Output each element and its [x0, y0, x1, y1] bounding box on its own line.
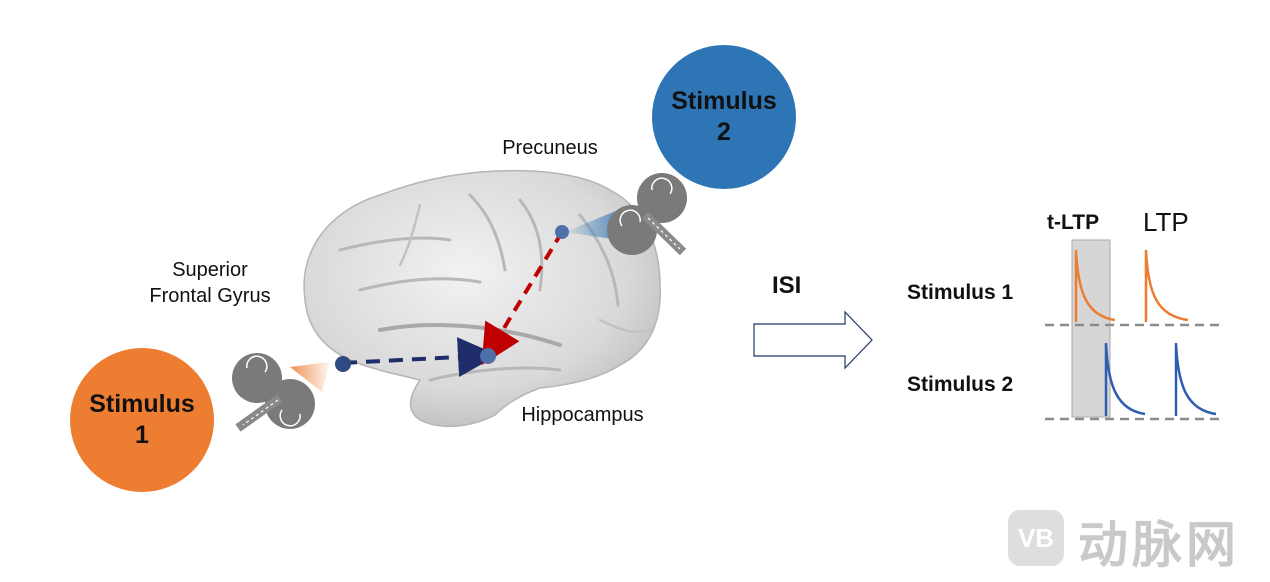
stimulus1-beam	[290, 362, 330, 392]
trace-stim2-tltp	[1104, 342, 1146, 416]
precuneus-to-hippocampus-path	[481, 230, 564, 366]
trace-stim2-ltp	[1174, 342, 1217, 416]
isi-label: ISI	[772, 272, 802, 299]
sfg-label: Superior Frontal Gyrus	[130, 257, 290, 309]
tms-coil-2-icon	[607, 173, 687, 256]
watermark-logo-icon: VB	[1008, 510, 1064, 566]
precuneus-node	[555, 225, 569, 239]
watermark-text: 动脉网	[1078, 516, 1240, 574]
stimulus1-word: Stimulus	[89, 389, 195, 418]
stimulus2-label: Stimulus 2	[652, 45, 796, 189]
sfg-node	[335, 356, 351, 372]
hippocampus-label: Hippocampus	[521, 404, 644, 426]
svg-text:VB: VB	[1018, 523, 1054, 553]
stimulus2-word: Stimulus	[671, 86, 777, 115]
stimulus2-row-label: Stimulus 2	[907, 373, 1014, 396]
sfg-label-line2: Frontal Gyrus	[149, 285, 271, 307]
t-ltp-header: t-LTP	[1047, 211, 1100, 234]
ltp-header: LTP	[1143, 207, 1189, 237]
brain-illustration	[303, 169, 661, 428]
precuneus-label: Precuneus	[502, 137, 598, 159]
trace-stim1-ltp	[1144, 249, 1189, 322]
isi-arrow-icon	[753, 310, 873, 370]
trace-stim1-tltp	[1074, 249, 1116, 322]
tms-coil-1-icon	[232, 353, 315, 432]
ltp-panel	[1045, 239, 1225, 421]
stimulus1-number: 1	[135, 421, 149, 449]
stimulus1-label: Stimulus 1	[70, 348, 214, 492]
sfg-label-line1: Superior	[172, 259, 248, 281]
hippocampus-node	[480, 348, 496, 364]
stimulus2-circle	[652, 45, 796, 189]
stimulus1-row-label: Stimulus 1	[907, 281, 1014, 304]
stimulus1-circle	[70, 348, 214, 492]
stimulus2-number: 2	[717, 118, 731, 146]
